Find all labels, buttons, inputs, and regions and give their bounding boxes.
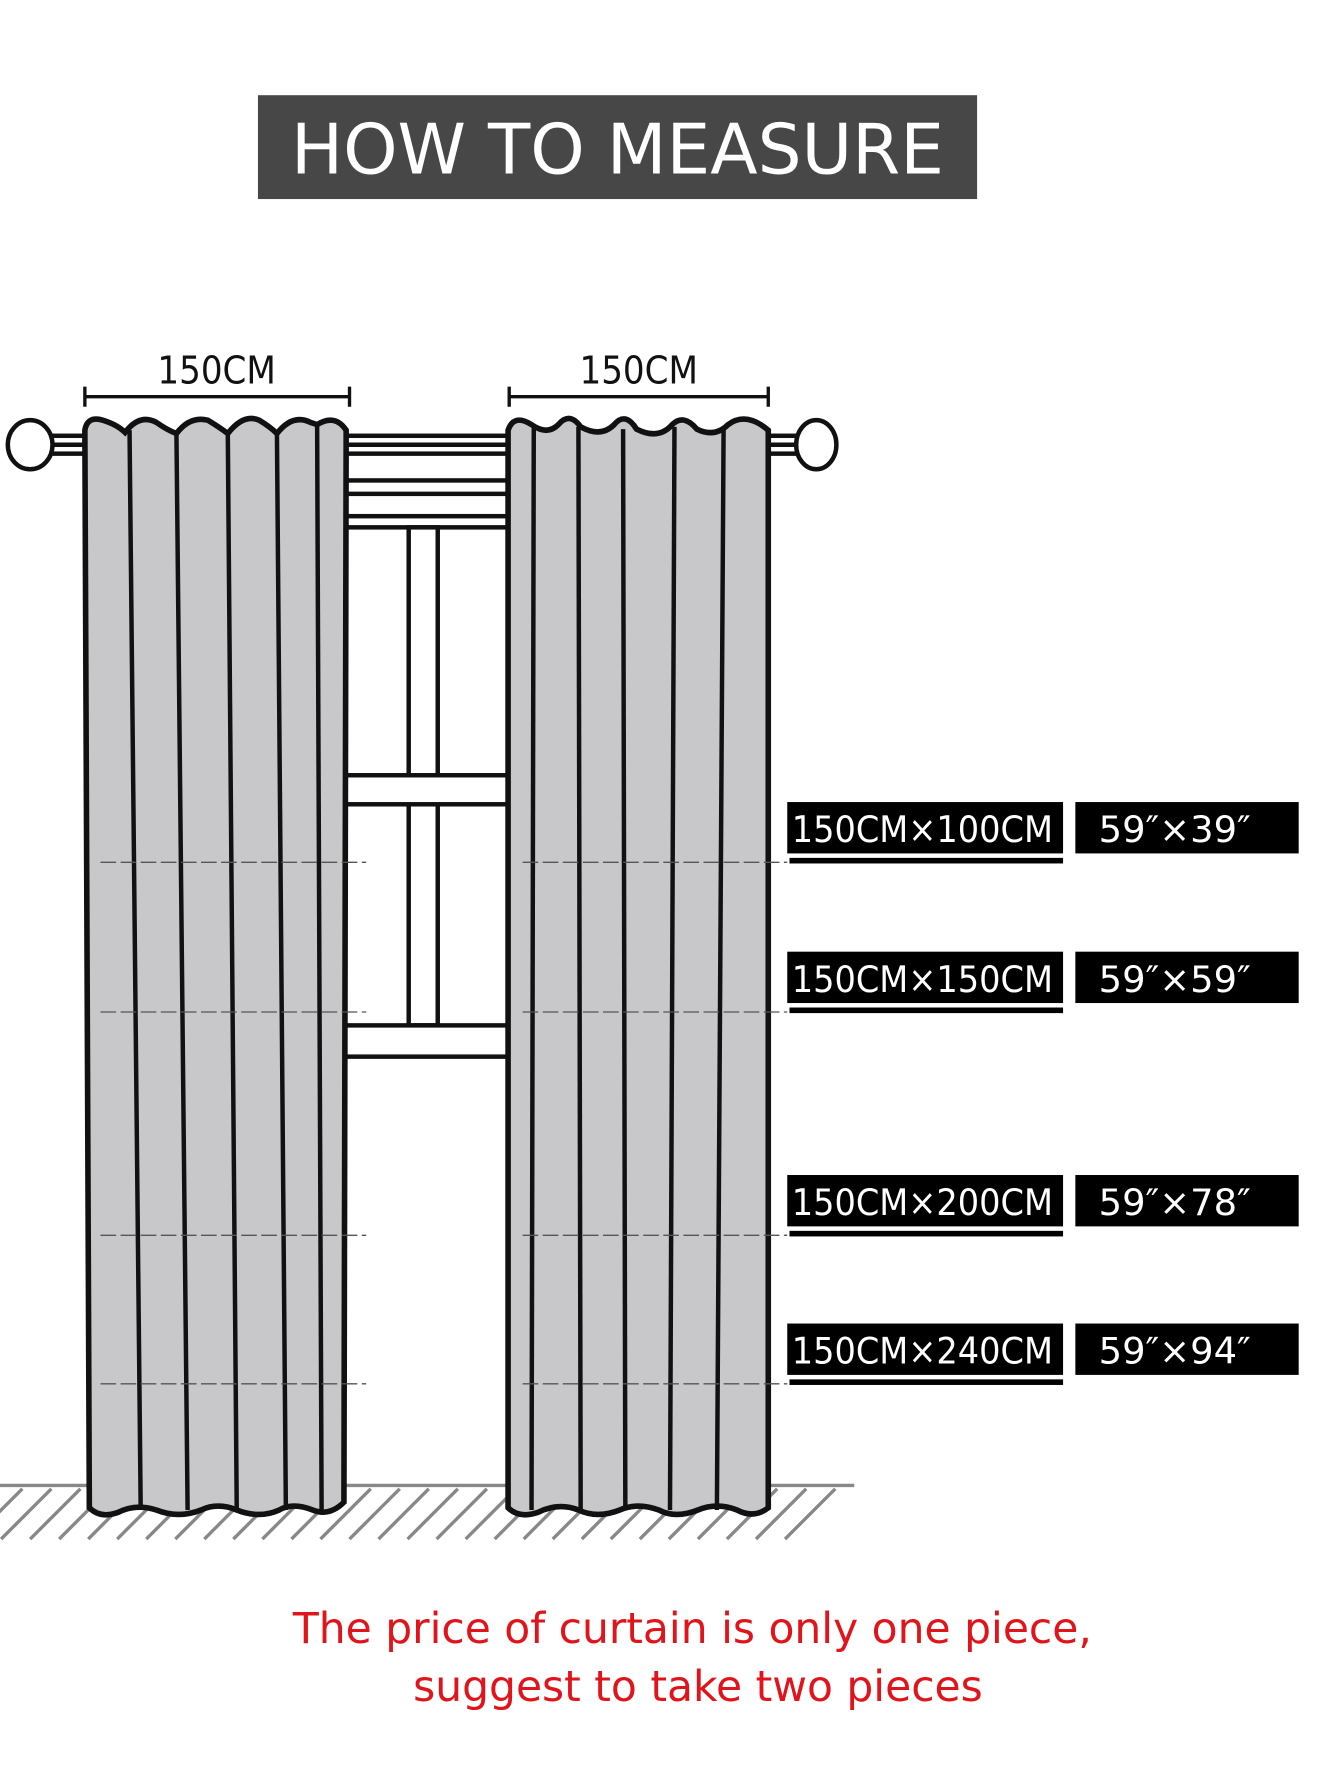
- width-dimension-right: [507, 386, 770, 407]
- size-row: 150CM×200CM 59″×78″: [100, 1175, 1299, 1237]
- metric-size: 150CM×100CM: [792, 808, 1053, 851]
- metric-size: 150CM×240CM: [792, 1330, 1053, 1373]
- size-row: 150CM×100CM 59″×39″: [100, 802, 1299, 864]
- floor-hatch: [406, 1487, 460, 1541]
- metric-label-box: [787, 1175, 1064, 1227]
- width-label-right: 150CM: [579, 348, 697, 392]
- floor-hatch: [0, 1487, 24, 1514]
- curtain-left: [82, 415, 349, 1518]
- imperial-size: 59″×39″: [1099, 808, 1251, 851]
- imperial-size: 59″×59″: [1099, 958, 1251, 1001]
- imperial-size: 59″×78″: [1099, 1181, 1251, 1224]
- curtain-right: [505, 415, 772, 1518]
- floor-hatch: [28, 1487, 82, 1541]
- window-frame: [332, 478, 516, 1059]
- floor-hatch: [377, 1487, 430, 1541]
- floor-hatch: [754, 1487, 808, 1541]
- metric-label-box: [787, 951, 1064, 1004]
- metric-underline: [789, 1007, 1064, 1014]
- floor-hatch: [319, 1487, 372, 1541]
- title-banner: HOW TO MEASURE: [257, 95, 978, 200]
- size-row: 150CM×240CM 59″×94″: [100, 1323, 1299, 1385]
- floor-hatch: [435, 1487, 489, 1541]
- note-line-1: The price of curtain is only one piece,: [292, 1605, 1092, 1654]
- note-line-2: suggest to take two pieces: [413, 1663, 983, 1712]
- metric-underline: [789, 857, 1064, 864]
- floor-hatch: [0, 1487, 53, 1541]
- metric-underline: [789, 1379, 1064, 1385]
- metric-size: 150CM×200CM: [792, 1181, 1053, 1224]
- imperial-label-box: [1075, 802, 1299, 854]
- rod-finial-right: [793, 417, 839, 472]
- imperial-size: 59″×94″: [1099, 1330, 1251, 1373]
- page-title: HOW TO MEASURE: [291, 110, 944, 190]
- floor-hatch: [348, 1487, 401, 1541]
- metric-size: 150CM×150CM: [792, 958, 1053, 1001]
- rod-finial-left: [5, 417, 55, 472]
- floor-hatch: [783, 1487, 837, 1541]
- width-dimension-left: [83, 386, 352, 407]
- imperial-label-box: [1075, 1175, 1299, 1227]
- imperial-label-box: [1075, 951, 1299, 1004]
- width-label-left: 150CM: [157, 348, 275, 392]
- size-row: 150CM×150CM 59″×59″: [100, 951, 1299, 1014]
- metric-label-box: [787, 1323, 1064, 1375]
- imperial-label-box: [1075, 1323, 1299, 1375]
- metric-label-box: [787, 802, 1064, 854]
- metric-underline: [789, 1230, 1064, 1237]
